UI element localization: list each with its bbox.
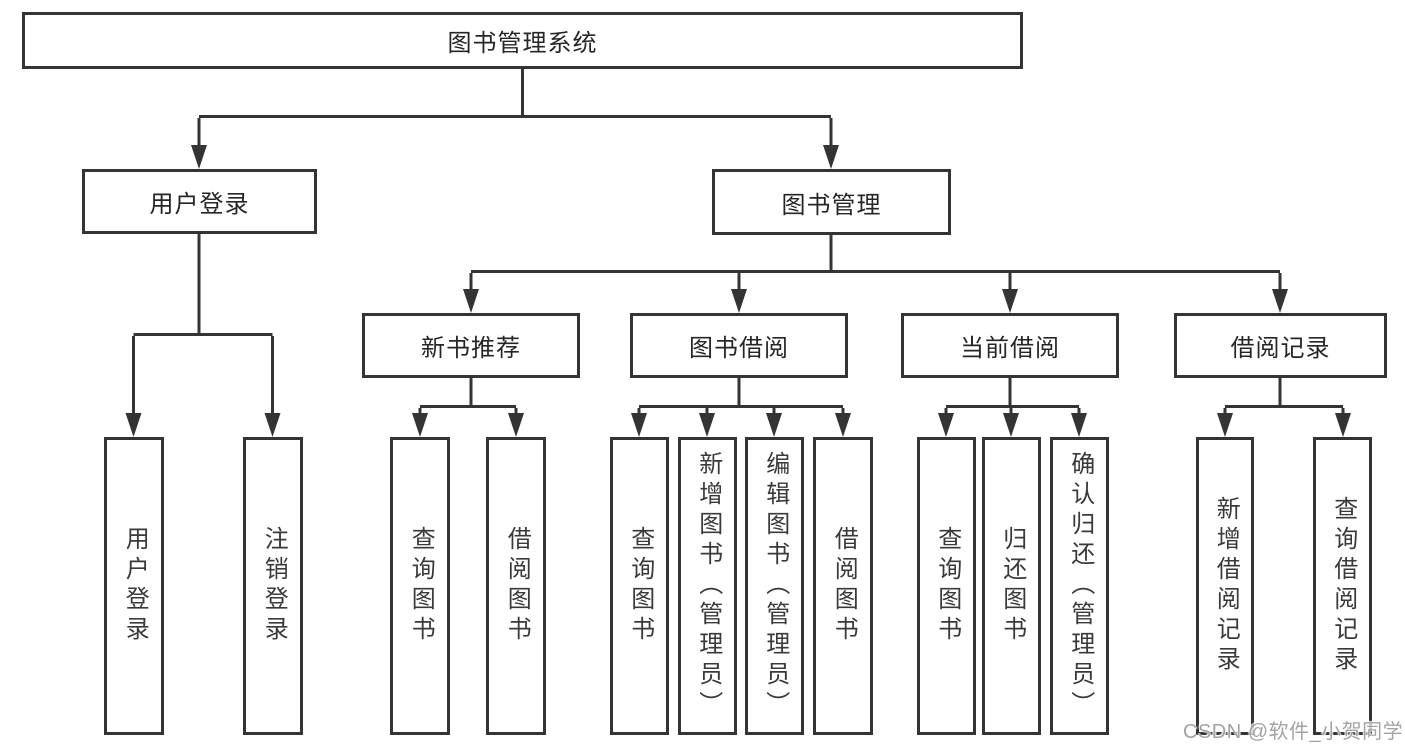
leaf-query-books: 查询图书	[610, 437, 669, 735]
node-book-borrowing: 图书借阅	[630, 313, 848, 378]
node-user-login: 用户登录	[82, 169, 317, 234]
leaf-query-books-label: 查询图书	[407, 526, 435, 646]
leaf-borrow-books: 借阅图书	[486, 437, 546, 735]
node-book-management-label: 图书管理	[781, 191, 882, 219]
leaf-return-book-label: 归还图书	[998, 526, 1026, 646]
leaf-query-books-label: 查询图书	[933, 526, 961, 646]
leaf-add-borrow-record: 新增借阅记录	[1196, 437, 1254, 735]
node-new-book-recommend-label: 新书推荐	[421, 335, 521, 362]
node-user-login-label: 用户登录	[149, 191, 250, 218]
node-library-system-label: 图书管理系统	[447, 30, 598, 57]
node-library-system: 图书管理系统	[22, 12, 1023, 69]
leaf-confirm-return-admin-label: 确认归还（管理员）	[1066, 451, 1094, 721]
node-book-borrowing-label: 图书借阅	[689, 335, 789, 362]
leaf-query-books: 查询图书	[390, 437, 450, 735]
leaf-user-login: 用户登录	[104, 437, 164, 735]
leaf-add-book-admin: 新增图书（管理员）	[678, 437, 737, 735]
leaf-query-borrow-record: 查询借阅记录	[1313, 437, 1372, 735]
leaf-user-login-label: 用户登录	[121, 526, 149, 646]
node-borrowing-records: 借阅记录	[1174, 313, 1387, 378]
node-borrowing-records-label: 借阅记录	[1230, 335, 1331, 362]
leaf-add-book-admin-label: 新增图书（管理员）	[694, 451, 722, 721]
leaf-borrow-books-label: 借阅图书	[503, 526, 531, 646]
leaf-edit-book-admin: 编辑图书（管理员）	[745, 437, 804, 735]
leaf-confirm-return-admin: 确认归还（管理员）	[1050, 437, 1109, 735]
leaf-query-books: 查询图书	[917, 437, 976, 735]
leaf-logout-label: 注销登录	[260, 526, 288, 646]
node-current-borrowing: 当前借阅	[901, 313, 1119, 378]
leaf-edit-book-admin-label: 编辑图书（管理员）	[761, 451, 789, 721]
node-book-management: 图书管理	[712, 169, 951, 235]
node-current-borrowing-label: 当前借阅	[960, 335, 1060, 362]
csdn-watermark: CSDN @软件_小贺同学	[1183, 721, 1404, 743]
leaf-borrow-books-label: 借阅图书	[830, 526, 858, 646]
leaf-return-book: 归还图书	[982, 437, 1041, 735]
leaf-query-borrow-record-label: 查询借阅记录	[1329, 496, 1357, 676]
leaf-borrow-books: 借阅图书	[813, 437, 873, 735]
leaf-logout: 注销登录	[243, 437, 303, 735]
node-new-book-recommend: 新书推荐	[362, 313, 580, 378]
leaf-add-borrow-record-label: 新增借阅记录	[1212, 496, 1240, 676]
leaf-query-books-label: 查询图书	[626, 526, 654, 646]
